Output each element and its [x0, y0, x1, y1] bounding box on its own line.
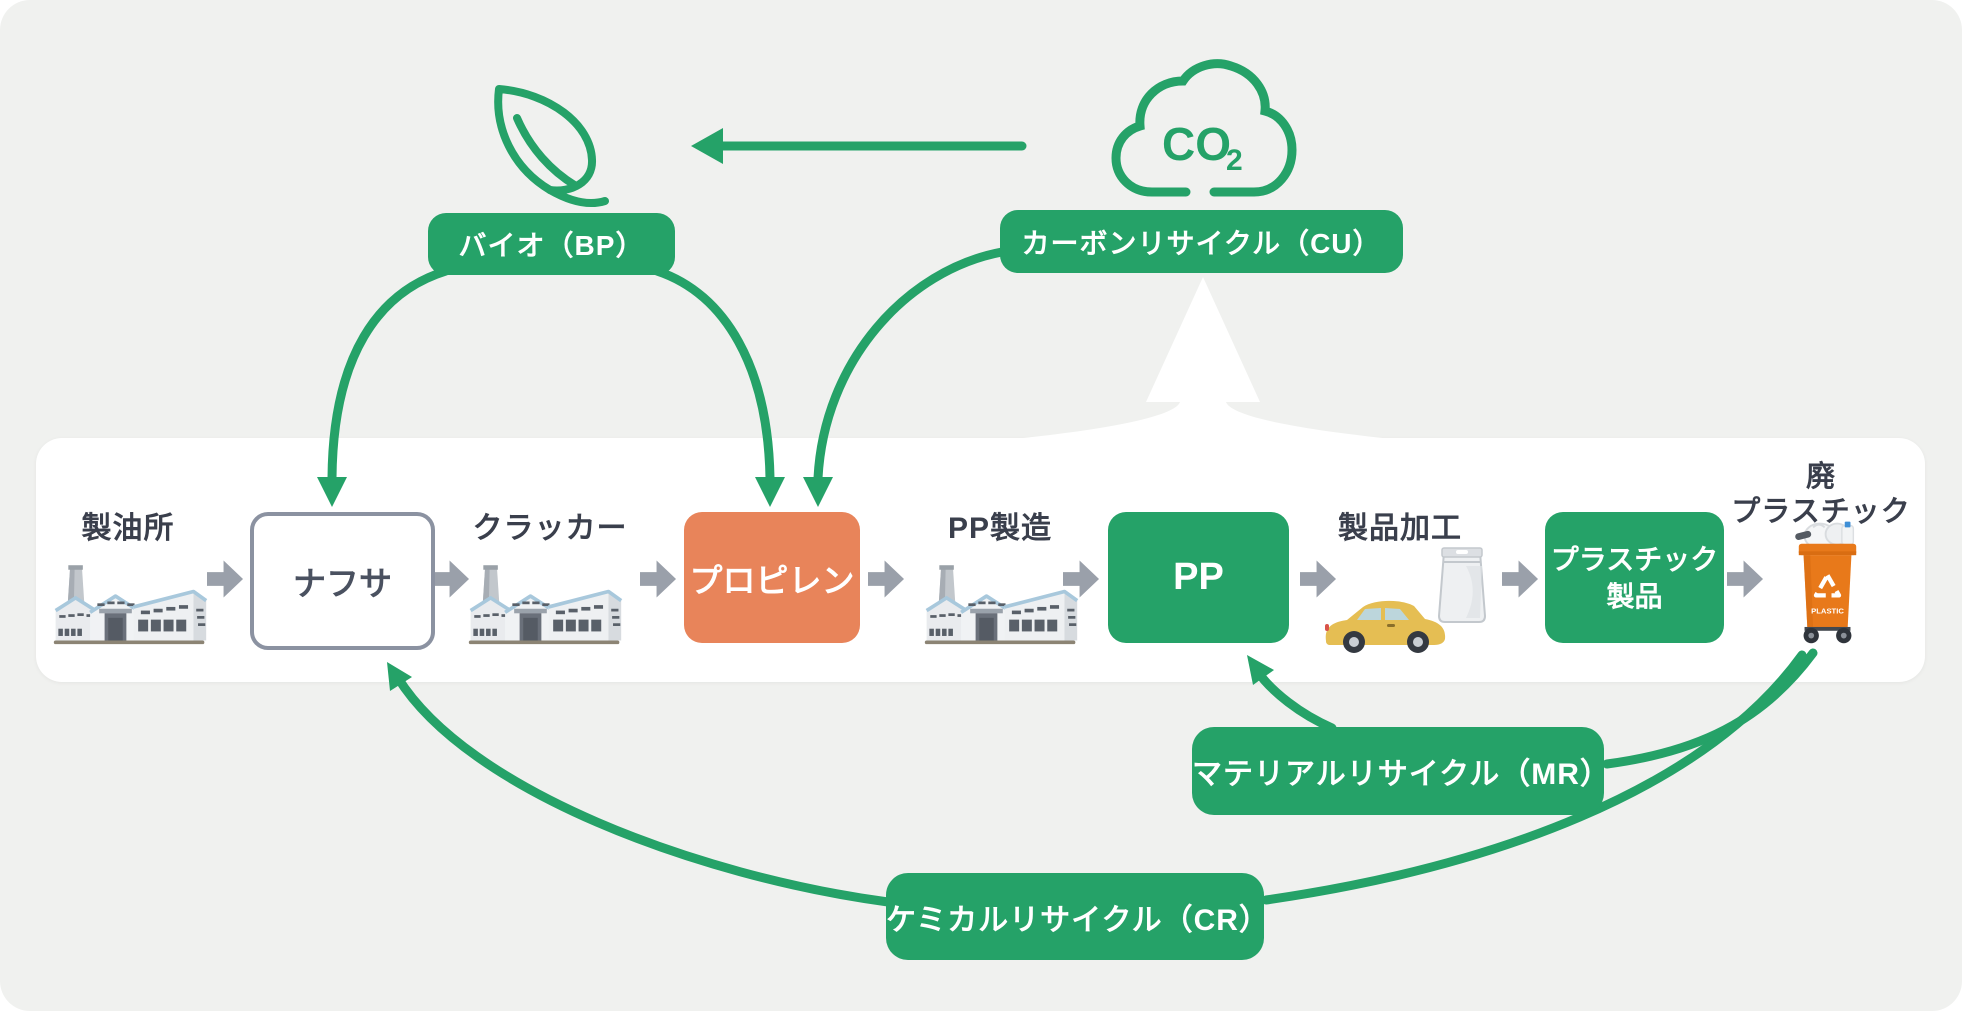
- pp-box: PP: [1108, 512, 1289, 643]
- flow-arrow-1: [207, 559, 244, 604]
- product-processing-label: 製品加工: [1338, 512, 1462, 545]
- leaf-icon: [494, 85, 609, 208]
- naphtha-box-label: ナフサ: [293, 565, 392, 602]
- bio-to-propylene-arrow: [652, 266, 785, 507]
- flow-arrow-5: [1063, 559, 1100, 604]
- bin-to-chemical-arc: [1261, 650, 1807, 905]
- co2-to-leaf-arrow: [691, 128, 1027, 164]
- flow-arrow-7: [1502, 559, 1539, 604]
- bio-pill: バイオ（BP）: [428, 213, 675, 275]
- waste-bin-icon: [1794, 512, 1861, 656]
- naphtha-box: ナフサ: [250, 512, 435, 650]
- propylene-box: プロピレン: [684, 512, 860, 643]
- chemical-to-naphtha-arrow: [387, 662, 893, 907]
- car-icon: [1320, 596, 1450, 659]
- chemical-recycle-pill-label: ケミカルリサイクル（CR）: [886, 903, 1270, 937]
- bio-pill-label: バイオ（BP）: [458, 230, 645, 261]
- waste-plastic-label-line1: 廃: [1805, 461, 1836, 493]
- pouch-icon: [1436, 544, 1488, 629]
- bio-to-naphtha-arrow: [317, 266, 451, 507]
- flow-arrow-8: [1727, 559, 1764, 604]
- plastic-product-label-line2: 製品: [1606, 580, 1663, 612]
- flow-arrow-2: [433, 559, 470, 604]
- flow-arrow-4: [868, 559, 905, 604]
- plastic-product-box: プラスチック 製品: [1545, 512, 1724, 643]
- co2-emission-arrow: [1004, 277, 1402, 440]
- cracker-factory-icon: [467, 553, 623, 655]
- refinery-label: 製油所: [81, 512, 175, 545]
- material-recycle-pill: マテリアルリサイクル（MR）: [1192, 727, 1611, 815]
- pp-factory-icon: [923, 553, 1079, 655]
- propylene-box-label: プロピレン: [689, 561, 855, 599]
- flow-arrow-6: [1300, 559, 1337, 604]
- pp-box-label: PP: [1173, 556, 1224, 598]
- pp-manufacturing-label: PP製造: [947, 512, 1053, 545]
- material-to-pp-arrow: [1247, 655, 1337, 733]
- carbon-recycle-pill: カーボンリサイクル（CU）: [1000, 210, 1403, 273]
- material-recycle-pill-label: マテリアルリサイクル（MR）: [1192, 758, 1611, 791]
- cracker-label: クラッカー: [472, 512, 628, 545]
- flow-arrow-3: [640, 559, 677, 604]
- carbon-to-propylene-arrow: [803, 247, 1007, 507]
- co2-label: CO: [1162, 118, 1231, 170]
- plastic-product-label-line1: プラスチック: [1550, 543, 1719, 575]
- refinery-factory-icon: [51, 553, 209, 655]
- co2-cloud-icon: CO 2: [1111, 59, 1297, 197]
- carbon-recycle-pill-label: カーボンリサイクル（CU）: [1021, 227, 1382, 259]
- co2-subscript: 2: [1226, 144, 1243, 177]
- chemical-recycle-pill: ケミカルリサイクル（CR）: [886, 873, 1270, 960]
